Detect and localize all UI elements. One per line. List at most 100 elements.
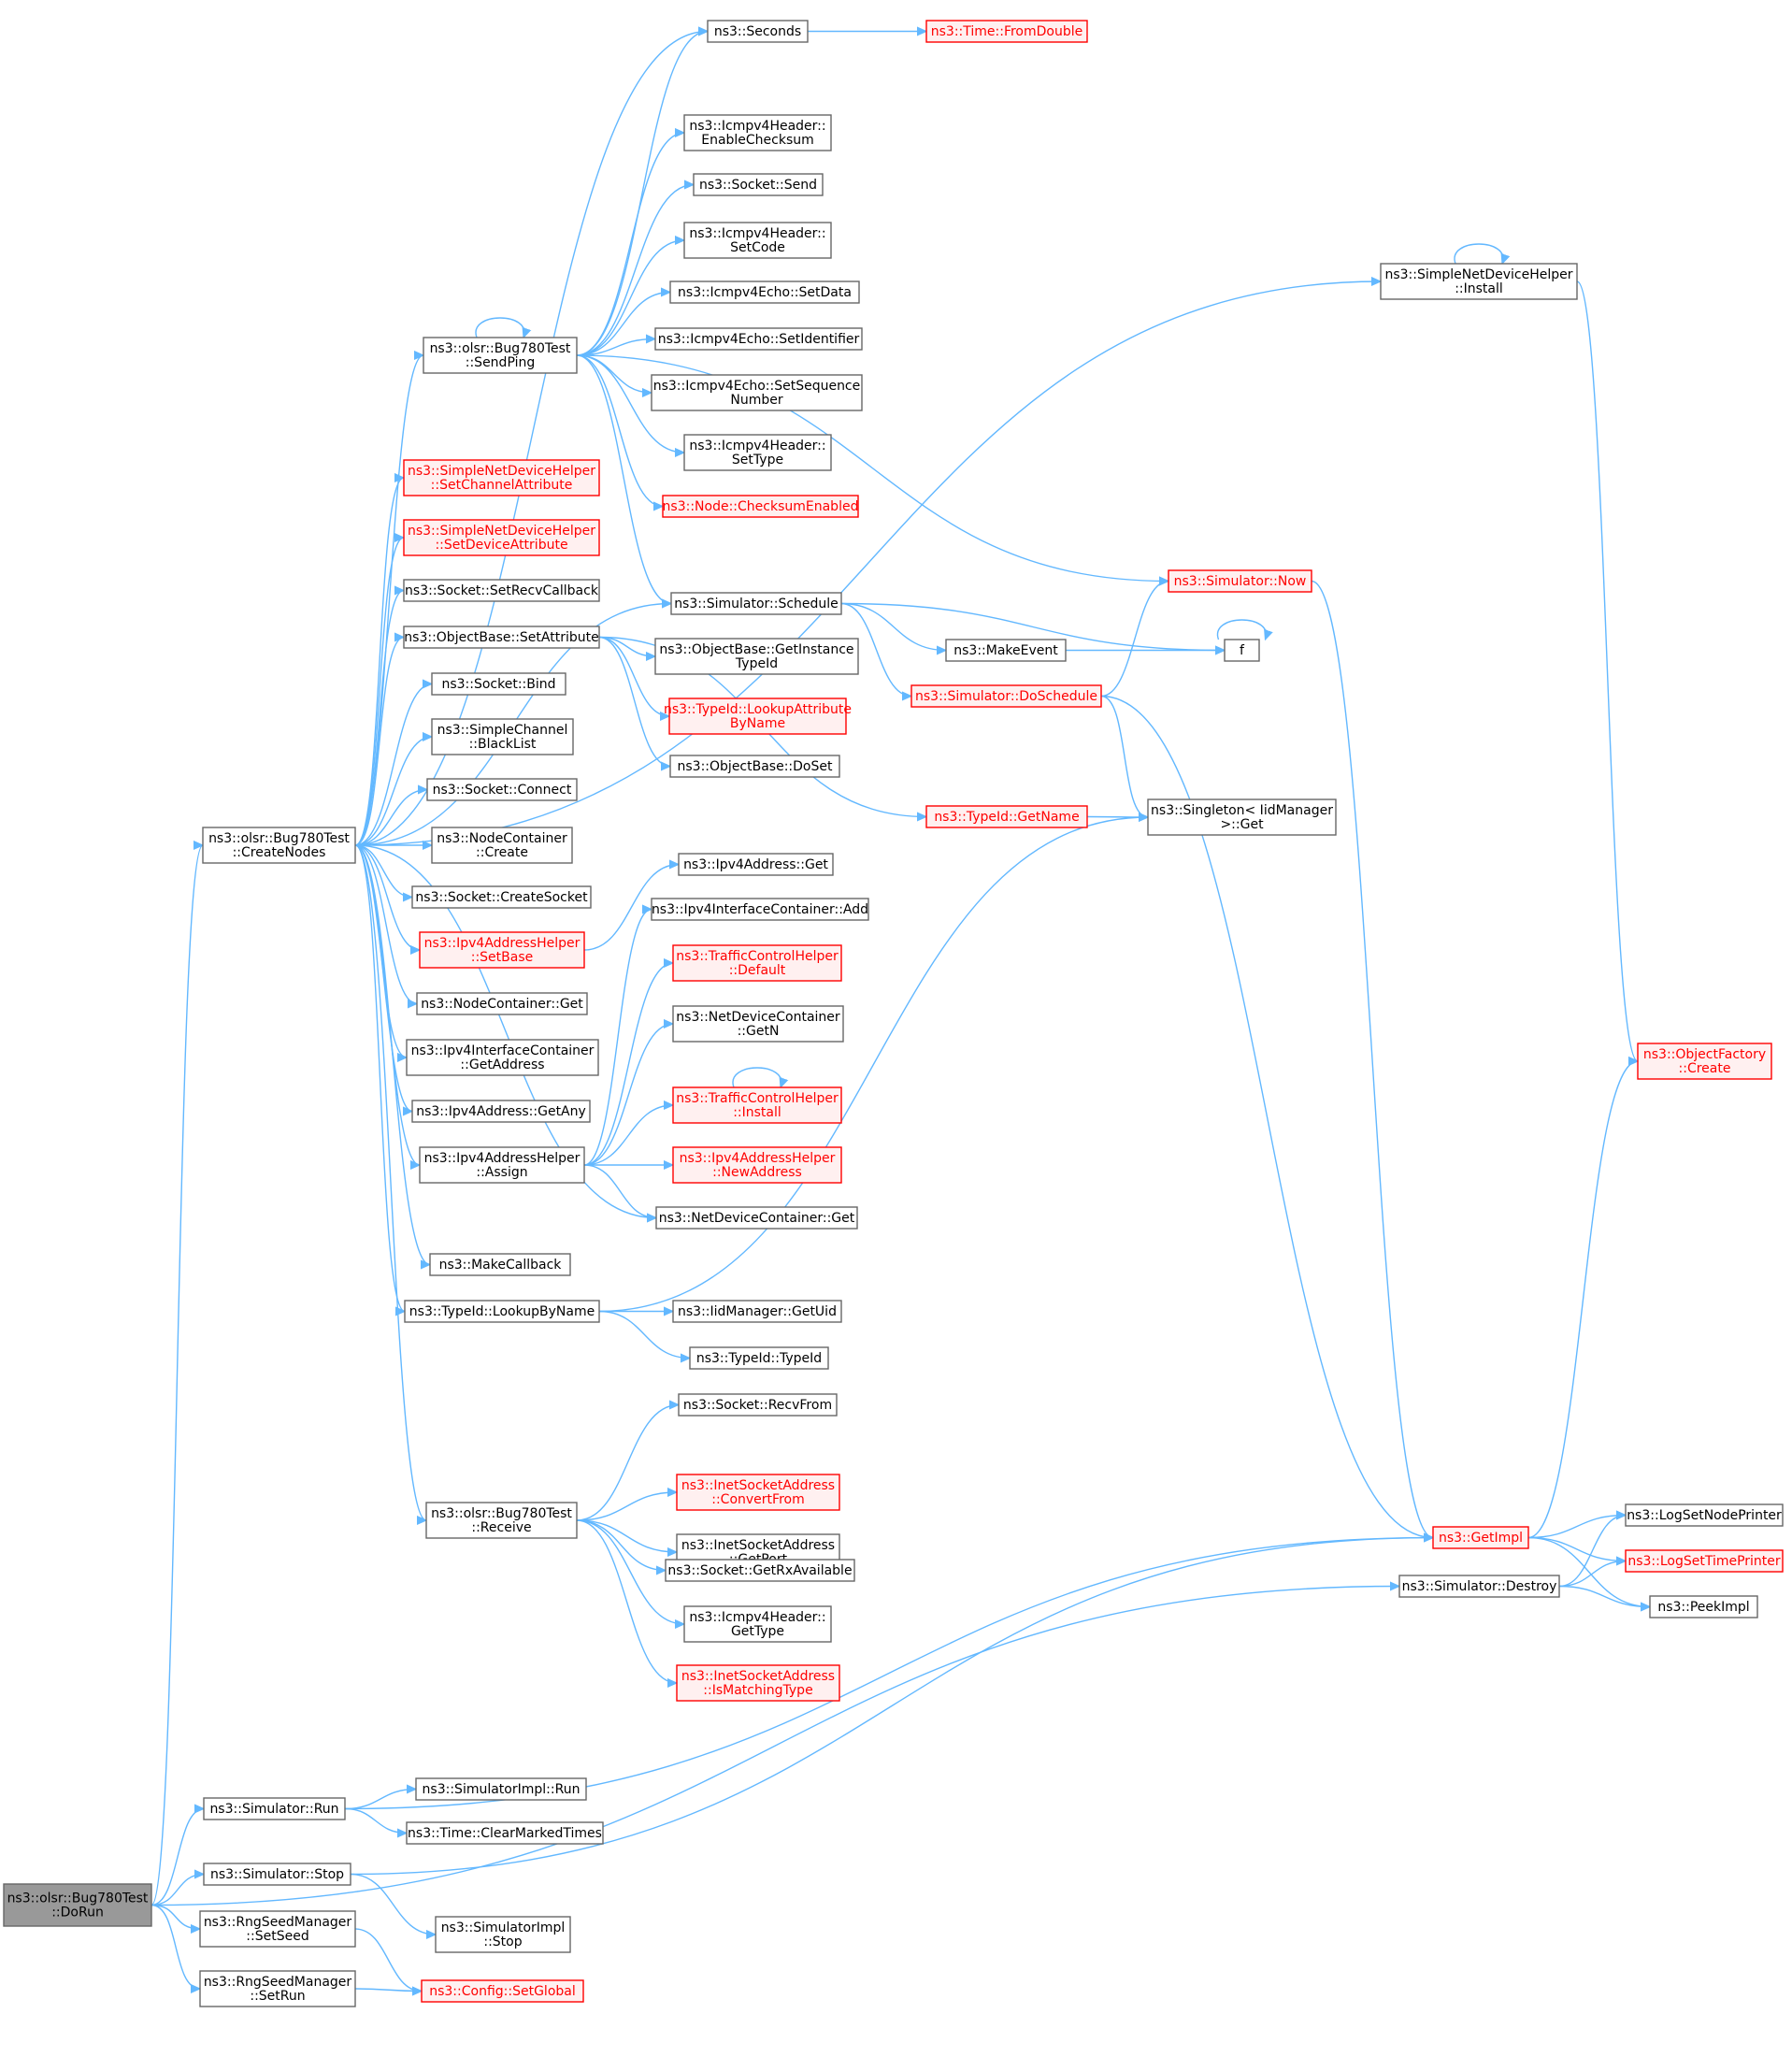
node-box[interactable]	[910, 684, 1102, 708]
node-box[interactable]	[411, 1100, 591, 1123]
node-box[interactable]	[1625, 1503, 1784, 1527]
node-getrxavailable[interactable]: ns3::Socket::GetRxAvailable	[665, 1559, 855, 1582]
node-box[interactable]	[403, 459, 600, 496]
node-box[interactable]	[662, 495, 859, 518]
node-createnodes[interactable]: ns3::olsr::Bug780Test::CreateNodes	[202, 827, 356, 864]
node-box[interactable]	[202, 827, 356, 864]
node-box[interactable]	[425, 1502, 578, 1539]
node-newaddress[interactable]: ns3::Ipv4AddressHelper::NewAddress	[672, 1146, 842, 1184]
node-seconds[interactable]: ns3::Seconds	[707, 20, 809, 43]
node-blacklist[interactable]: ns3::SimpleChannel::BlackList	[431, 718, 574, 755]
node-doset[interactable]: ns3::ObjectBase::DoSet	[669, 755, 840, 778]
node-typeidtypeid[interactable]: ns3::TypeId::TypeId	[689, 1346, 829, 1370]
node-box[interactable]	[421, 1979, 584, 2003]
node-box[interactable]	[431, 718, 574, 755]
node-configsetglobal[interactable]: ns3::Config::SetGlobal	[421, 1979, 584, 2003]
node-box[interactable]	[676, 1664, 840, 1702]
node-simrun[interactable]: ns3::Simulator::Run	[203, 1797, 346, 1820]
node-doschedule[interactable]: ns3::Simulator::DoSchedule	[910, 684, 1102, 708]
node-createsocket[interactable]: ns3::Socket::CreateSocket	[411, 885, 592, 909]
node-box[interactable]	[707, 20, 809, 43]
node-box[interactable]	[651, 374, 863, 411]
node-box[interactable]	[415, 1777, 587, 1801]
node-box[interactable]	[411, 885, 592, 909]
node-iidgetuid[interactable]: ns3::IidManager::GetUid	[672, 1300, 842, 1323]
node-singletonget[interactable]: ns3::Singleton< IidManager>::Get	[1147, 798, 1337, 836]
node-ipv4addrget[interactable]: ns3::Ipv4Address::Get	[678, 853, 834, 876]
node-box[interactable]	[1380, 263, 1578, 300]
node-gettype[interactable]: ns3::Icmpv4Header::GetType	[683, 1605, 832, 1643]
node-setidentifier[interactable]: ns3::Icmpv4Echo::SetIdentifier	[654, 327, 863, 351]
node-box[interactable]	[3, 1883, 152, 1927]
node-peekimpl[interactable]: ns3::PeekImpl	[1649, 1595, 1758, 1618]
node-sockconnect[interactable]: ns3::Socket::Connect	[426, 778, 578, 801]
node-simstop[interactable]: ns3::Simulator::Stop	[203, 1863, 351, 1886]
node-box[interactable]	[672, 944, 842, 982]
node-lookupbyname[interactable]: ns3::TypeId::LookupByName	[404, 1300, 600, 1323]
node-assign[interactable]: ns3::Ipv4AddressHelper::Assign	[419, 1146, 585, 1184]
node-getany[interactable]: ns3::Ipv4Address::GetAny	[411, 1100, 591, 1123]
node-dorun[interactable]: ns3::olsr::Bug780Test::DoRun	[3, 1883, 152, 1927]
node-sendping[interactable]: ns3::olsr::Bug780Test::SendPing	[423, 337, 578, 374]
node-box[interactable]	[1168, 569, 1312, 593]
node-box[interactable]	[419, 931, 585, 969]
node-box[interactable]	[403, 626, 600, 649]
node-sockbind[interactable]: ns3::Socket::Bind	[431, 672, 566, 696]
node-box[interactable]	[668, 698, 847, 735]
node-box[interactable]	[683, 1605, 832, 1643]
node-box[interactable]	[654, 327, 863, 351]
node-convertfrom[interactable]: ns3::InetSocketAddress::ConvertFrom	[676, 1474, 840, 1511]
node-box[interactable]	[693, 173, 824, 196]
node-box[interactable]	[669, 280, 860, 304]
node-box[interactable]	[655, 1206, 858, 1230]
node-tchdefault[interactable]: ns3::TrafficControlHelper::Default	[672, 944, 842, 982]
node-box[interactable]	[406, 1821, 604, 1845]
node-box[interactable]	[406, 1039, 599, 1076]
node-tchinstall[interactable]: ns3::TrafficControlHelper::Install	[672, 1086, 842, 1124]
node-box[interactable]	[419, 1146, 585, 1184]
node-socksend[interactable]: ns3::Socket::Send	[693, 173, 824, 196]
node-box[interactable]	[403, 579, 600, 602]
node-setrun[interactable]: ns3::RngSeedManager::SetRun	[199, 1970, 356, 2007]
node-box[interactable]	[404, 1300, 600, 1323]
node-box[interactable]	[1147, 798, 1337, 836]
node-box[interactable]	[416, 992, 588, 1015]
node-box[interactable]	[651, 898, 869, 921]
node-logsettimeprinter[interactable]: ns3::LogSetTimePrinter	[1625, 1549, 1784, 1573]
node-box[interactable]	[672, 1146, 842, 1184]
node-box[interactable]	[423, 337, 578, 374]
node-makecallback[interactable]: ns3::MakeCallback	[429, 1253, 571, 1276]
node-ndcgetn[interactable]: ns3::NetDeviceContainer::GetN	[672, 1005, 844, 1043]
node-iicadd[interactable]: ns3::Ipv4InterfaceContainer::Add	[651, 898, 869, 921]
node-box[interactable]	[403, 519, 600, 556]
node-box[interactable]	[672, 1005, 844, 1043]
node-box[interactable]	[199, 1910, 356, 1948]
node-box[interactable]	[925, 20, 1088, 43]
node-box[interactable]	[678, 853, 834, 876]
node-box[interactable]	[672, 1086, 842, 1124]
node-setbase[interactable]: ns3::Ipv4AddressHelper::SetBase	[419, 931, 585, 969]
node-box[interactable]	[203, 1863, 351, 1886]
node-setcode[interactable]: ns3::Icmpv4Header::SetCode	[683, 222, 832, 259]
node-box[interactable]	[203, 1797, 346, 1820]
node-setseed[interactable]: ns3::RngSeedManager::SetSeed	[199, 1910, 356, 1948]
node-box[interactable]	[672, 1300, 842, 1323]
node-box[interactable]	[945, 639, 1067, 662]
node-simdestroy[interactable]: ns3::Simulator::Destroy	[1398, 1575, 1560, 1598]
node-box[interactable]	[429, 1253, 571, 1276]
node-box[interactable]	[1398, 1575, 1560, 1598]
node-settype[interactable]: ns3::Icmpv4Header::SetType	[683, 434, 832, 471]
node-box[interactable]	[431, 827, 573, 864]
node-setdata[interactable]: ns3::Icmpv4Echo::SetData	[669, 280, 860, 304]
node-box[interactable]	[1224, 639, 1260, 662]
node-checksumenabled[interactable]: ns3::Node::ChecksumEnabled	[662, 495, 859, 518]
node-makeevent[interactable]: ns3::MakeEvent	[945, 639, 1067, 662]
node-box[interactable]	[689, 1346, 829, 1370]
node-box[interactable]	[1625, 1549, 1784, 1573]
node-box[interactable]	[678, 1393, 838, 1417]
node-setchannelattr[interactable]: ns3::SimpleNetDeviceHelper::SetChannelAt…	[403, 459, 600, 496]
node-getimpl[interactable]: ns3::GetImpl	[1432, 1526, 1529, 1549]
node-setrecvcallback[interactable]: ns3::Socket::SetRecvCallback	[403, 579, 600, 602]
node-objfactorycreate[interactable]: ns3::ObjectFactory::Create	[1637, 1043, 1772, 1080]
